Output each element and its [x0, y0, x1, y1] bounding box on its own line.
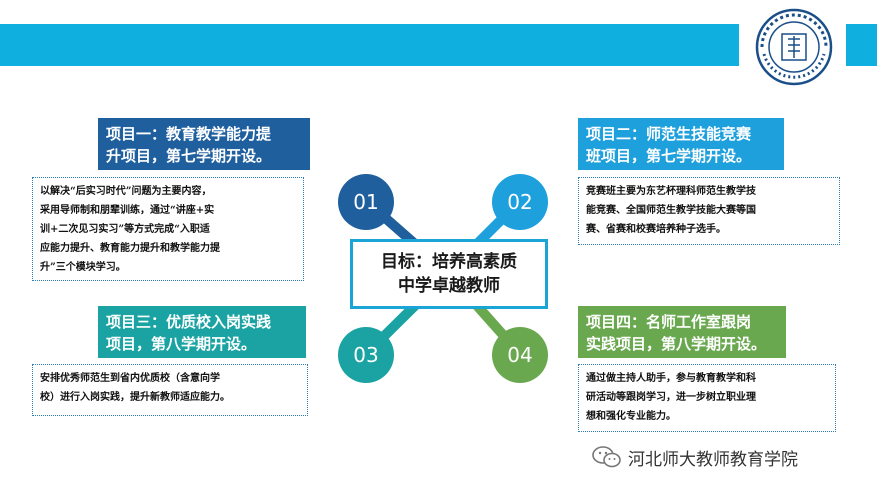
project3-desc-line: 校）进行入岗实践，提升新教师适应能力。	[40, 392, 230, 403]
header-banner-right	[846, 24, 877, 66]
project4-desc-line: 研活动等跟岗学习，进一步树立职业理	[586, 392, 756, 403]
header-banner	[0, 24, 739, 66]
project1-title: 项目一：教育教学能力提 升项目，第七学期开设。	[98, 118, 310, 170]
project2-desc-line: 能竞赛、全国师范生教学技能大赛等国	[586, 205, 756, 216]
project1-desc-line: 训+二次见习实习”等方式完成“入职适	[40, 224, 210, 235]
circle-01: 01	[338, 174, 394, 230]
project3-title-line2: 项目，第八学期开设。	[106, 335, 257, 353]
project4-desc-line: 想和强化专业能力。	[586, 411, 676, 422]
project3-title: 项目三：优质校入岗实践 项目，第八学期开设。	[98, 306, 306, 358]
project2-title-line2: 班项目，第七学期开设。	[586, 147, 752, 165]
project2-desc-line: 竞赛班主要为东艺杯理科师范生教学技	[586, 186, 756, 197]
goal-line1: 目标：培养高素质	[381, 252, 517, 272]
circle-03: 03	[338, 327, 394, 383]
project1-desc-line: 采用导师制和朋辈训练，通过“讲座+实	[40, 205, 215, 216]
footer-watermark: 河北师大教师教育学院	[592, 444, 862, 470]
project1-desc-line: 以解决“后实习时代”问题为主要内容，	[40, 186, 212, 197]
circle-02: 02	[492, 174, 548, 230]
project3-title-line1: 项目三：优质校入岗实践	[106, 313, 272, 331]
project2-title-line1: 项目二：师范生技能竞赛	[586, 125, 752, 143]
project4-title-line1: 项目四：名师工作室跟岗	[586, 313, 752, 331]
project2-desc: 竞赛班主要为东艺杯理科师范生教学技 能竞赛、全国师范生教学技能大赛等国 赛、省赛…	[578, 177, 840, 245]
project1-desc-line: 应能力提升、教育能力提升和教学能力提	[40, 243, 220, 254]
goal-line2: 中学卓越教师	[398, 276, 500, 296]
goal-box: 目标：培养高素质 中学卓越教师	[350, 239, 548, 309]
project3-desc: 安排优秀师范生到省内优质校（含意向学 校）进行入岗实践，提升新教师适应能力。	[32, 364, 308, 416]
project4-title-line2: 实践项目，第八学期开设。	[586, 335, 767, 353]
project1-title-line2: 升项目，第七学期开设。	[106, 147, 272, 165]
circle-04: 04	[492, 327, 548, 383]
project3-desc-line: 安排优秀师范生到省内优质校（含意向学	[40, 373, 220, 384]
project4-desc-line: 通过做主持人助手，参与教育教学和科	[586, 373, 756, 384]
university-seal-icon	[748, 8, 840, 86]
project2-desc-line: 赛、省赛和校赛培养种子选手。	[586, 224, 726, 235]
project1-desc: 以解决“后实习时代”问题为主要内容， 采用导师制和朋辈训练，通过“讲座+实 训+…	[32, 177, 304, 281]
project1-title-line1: 项目一：教育教学能力提	[106, 125, 272, 143]
project4-desc: 通过做主持人助手，参与教育教学和科 研活动等跟岗学习，进一步树立职业理 想和强化…	[578, 364, 836, 432]
footer-text: 河北师大教师教育学院	[628, 449, 798, 470]
wechat-icon	[592, 446, 622, 468]
project2-title: 项目二：师范生技能竞赛 班项目，第七学期开设。	[578, 118, 784, 170]
project4-title: 项目四：名师工作室跟岗 实践项目，第八学期开设。	[578, 306, 786, 358]
project1-desc-line: 升”三个模块学习。	[40, 262, 126, 273]
